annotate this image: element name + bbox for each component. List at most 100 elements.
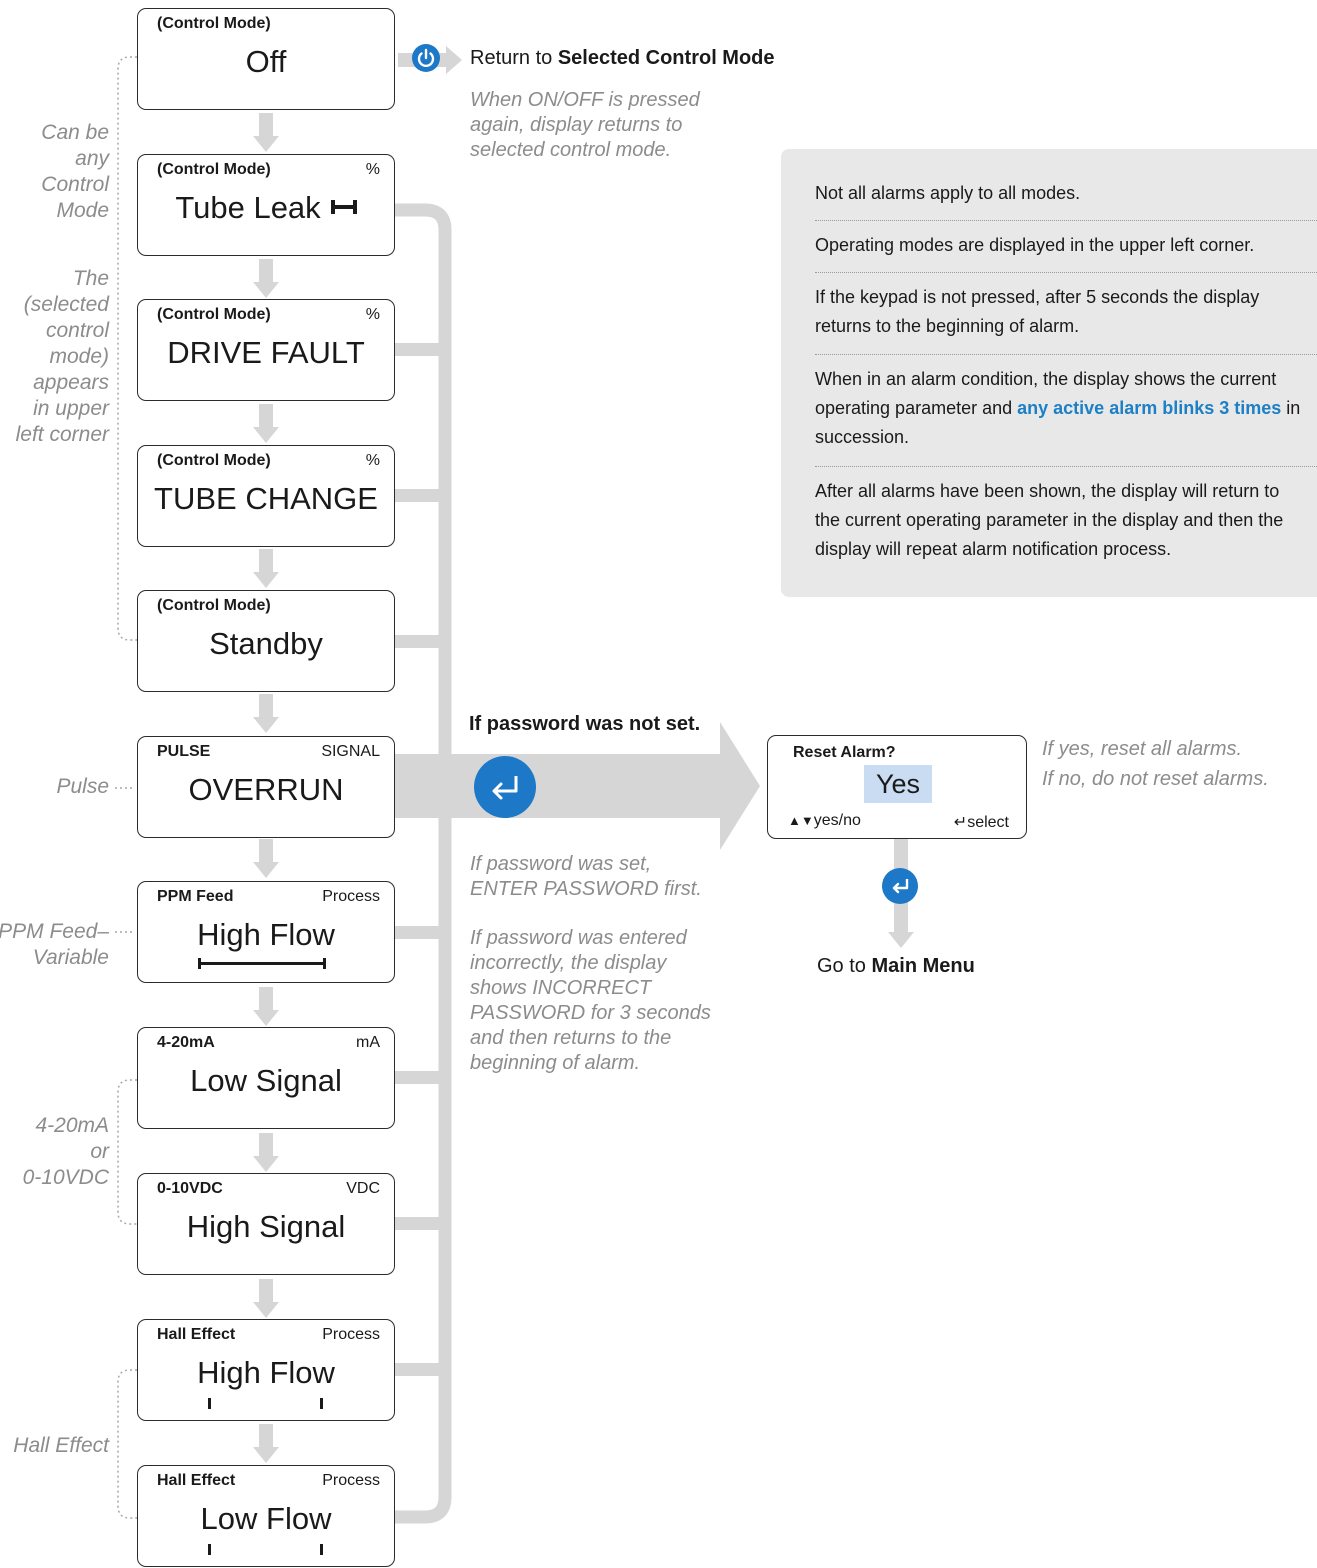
note-line: 4-20mA (35, 1114, 109, 1137)
note-line: in upper (33, 397, 109, 420)
note-line: When ON/OFF is pressed (470, 89, 700, 111)
note-line: again, display returns to (470, 114, 683, 136)
screen-tube-leak: (Control Mode) % Tube Leak (137, 154, 395, 256)
screen-mode-label: 4-20mA (157, 1034, 215, 1051)
flow-scale-bar (198, 958, 326, 969)
note-line: PASSWORD for 3 seconds (470, 1002, 711, 1024)
main-menu-label: Go to Main Menu (817, 955, 975, 978)
note-line: If password was set, (470, 853, 652, 875)
down-arrows (253, 113, 279, 1463)
screen-message: Off (245, 44, 287, 79)
enter-glyph (892, 879, 909, 894)
return-note: When ON/OFF is pressed again, display re… (470, 88, 700, 163)
note-line: Control (41, 173, 109, 196)
screen-unit-label: SIGNAL (321, 743, 380, 760)
screen-unit-label: VDC (346, 1180, 380, 1197)
bracket-analog (117, 1079, 137, 1225)
screen-message: OVERRUN (188, 772, 344, 807)
screen-unit-label: % (365, 306, 380, 323)
screen-message: TUBE CHANGE (154, 481, 378, 516)
flow-tick-left (208, 1398, 211, 1409)
main-menu-prefix: Go to (817, 955, 872, 977)
note-line: selected control mode. (470, 139, 672, 161)
screen-mode-label: (Control Mode) (157, 15, 271, 32)
bracket-control-mode (117, 56, 137, 641)
screen-message: High Signal (186, 1209, 346, 1244)
screen-mode-label: Hall Effect (157, 1472, 236, 1489)
screen-ppm-high-flow: PPM Feed Process High Flow (137, 881, 395, 983)
screen-low-signal: 4-20mA mA Low Signal (137, 1027, 395, 1129)
flow-tick-right (320, 1544, 323, 1555)
note-line: Variable (32, 946, 109, 969)
note-line: any (75, 147, 109, 170)
screen-message: High Flow (197, 1355, 335, 1390)
screen-mode-label: (Control Mode) (157, 306, 271, 323)
main-menu-target: Main Menu (871, 955, 975, 977)
password-incorrect-note: If password was entered incorrectly, the… (470, 926, 711, 1076)
note-hall-effect: Hall Effect (13, 1434, 109, 1457)
yes-no-hint: ▲▼yes/no (788, 812, 861, 830)
password-heading: If password was not set. (469, 713, 701, 735)
info-item: After all alarms have been shown, the di… (815, 481, 1284, 559)
screen-message: Standby (209, 626, 323, 661)
note-line: ENTER PASSWORD first. (470, 878, 702, 900)
screen-hall-high-flow: Hall Effect Process High Flow (137, 1319, 395, 1421)
screen-standby: (Control Mode) Standby (137, 590, 395, 692)
note-line: or (90, 1140, 109, 1163)
note-line: (selected (23, 293, 109, 316)
screen-mode-label: Hall Effect (157, 1326, 236, 1343)
info-divider (815, 354, 1317, 355)
reset-note: If yes, reset all alarms. If no, do not … (1042, 734, 1269, 794)
info-text: When in an alarm condition, the display … (815, 369, 1277, 418)
screen-message: DRIVE FAULT (167, 335, 365, 370)
info-highlight: any active alarm blinks 3 times (1017, 398, 1282, 418)
note-ppm-feed: PPM Feed– Variable (0, 919, 109, 971)
collector-bar (395, 203, 452, 1524)
screen-mode-label: (Control Mode) (157, 161, 271, 178)
screen-hall-low-flow: Hall Effect Process Low Flow (137, 1465, 395, 1567)
note-control-mode: Can be any Control Mode (41, 120, 109, 224)
return-label: Return to Selected Control Mode (470, 47, 775, 70)
info-item: If the keypad is not pressed, after 5 se… (815, 287, 1260, 336)
note-line: and then returns to the (470, 1027, 672, 1049)
info-text: in succession. (815, 398, 1301, 447)
screen-unit-label: % (365, 161, 380, 178)
screen-message: High Flow (197, 917, 335, 952)
screen-drive-fault: (Control Mode) % DRIVE FAULT (137, 299, 395, 401)
bracket-hall (117, 1369, 137, 1519)
screen-high-signal: 0-10VDC VDC High Signal (137, 1173, 395, 1275)
note-line: Mode (56, 199, 109, 222)
return-prefix: Return to (470, 47, 558, 69)
screen-unit-label: Process (322, 1326, 380, 1343)
flow-tick-right (320, 1398, 323, 1409)
power-icon (412, 44, 440, 72)
screen-mode-label: PPM Feed (157, 888, 234, 905)
info-divider (815, 220, 1317, 221)
note-line: control (45, 319, 109, 342)
note-line: If no, do not reset alarms. (1042, 768, 1269, 790)
return-target: Selected Control Mode (557, 47, 775, 69)
screen-unit-label: Process (322, 888, 380, 905)
up-down-arrows-icon: ▲▼ (788, 813, 814, 828)
screen-mode-label: (Control Mode) (157, 597, 271, 614)
reset-title: Reset Alarm? (793, 744, 896, 761)
screen-unit-label: mA (356, 1034, 380, 1051)
note-line: mode) (49, 345, 109, 368)
screen-message-row: Tube Leak (138, 188, 394, 228)
screen-tube-change: (Control Mode) % TUBE CHANGE (137, 445, 395, 547)
screen-mode-label: 0-10VDC (157, 1180, 223, 1197)
note-line: The (72, 267, 109, 290)
enter-icon (474, 756, 536, 818)
screen-pulse-overrun: PULSE SIGNAL OVERRUN (137, 736, 395, 838)
note-line: Can be (41, 121, 109, 144)
info-item-alarm: When in an alarm condition, the display … (815, 365, 1307, 452)
enter-glyph (492, 776, 518, 800)
note-line: incorrectly, the display (470, 952, 667, 974)
reset-value: Yes (864, 765, 932, 803)
flow-tick-left (208, 1544, 211, 1555)
note-line: left corner (15, 423, 109, 446)
info-item: Not all alarms apply to all modes. (815, 183, 1081, 203)
screen-message: Tube Leak (175, 190, 321, 225)
password-set-note: If password was set, ENTER PASSWORD firs… (470, 852, 702, 902)
